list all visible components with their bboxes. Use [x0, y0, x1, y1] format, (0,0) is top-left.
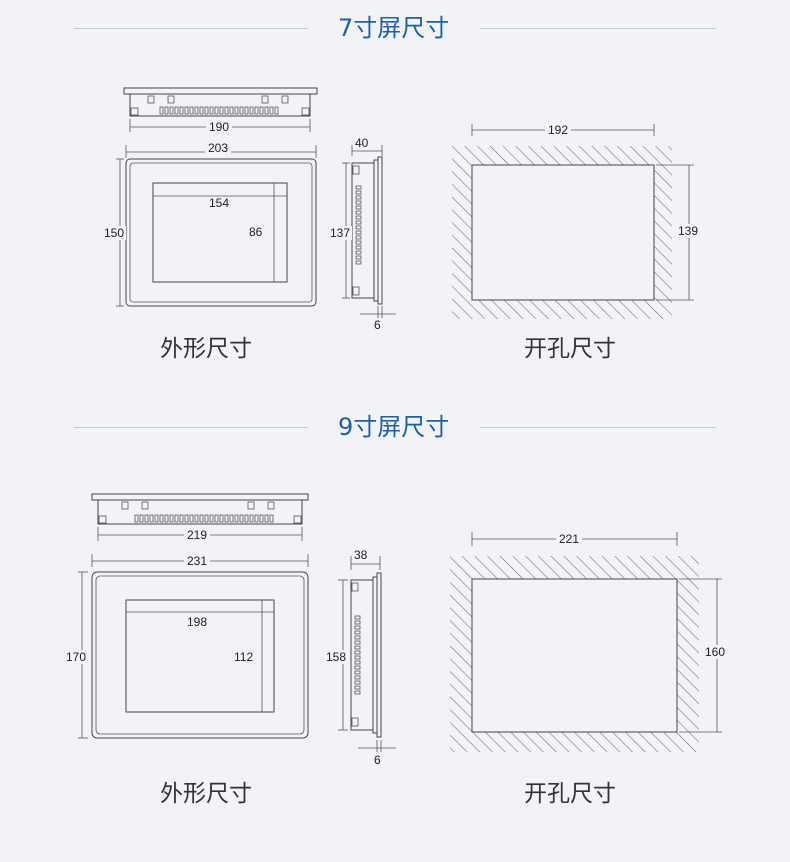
dim-side-height: 137 — [328, 226, 353, 240]
caption-cutout-dimensions: 开孔尺寸 — [524, 781, 616, 807]
side-view — [338, 556, 396, 752]
section-title: 7寸屏尺寸 — [338, 14, 450, 42]
dim-bezel-thickness: 6 — [374, 753, 381, 767]
front-view — [78, 554, 309, 739]
front-view — [116, 145, 317, 307]
dim-screen-height: 112 — [232, 650, 256, 664]
dim-outer-width: 203 — [205, 142, 232, 154]
connector-pins-side — [354, 615, 361, 695]
dim-mount-width: 190 — [206, 121, 233, 133]
caption-cutout-dimensions: 开孔尺寸 — [524, 336, 616, 362]
cutout-view — [452, 124, 694, 319]
dim-outer-height: 150 — [102, 226, 127, 240]
cutout-view — [450, 532, 722, 752]
header-rule-left — [74, 28, 308, 29]
top-view — [123, 87, 318, 132]
dimension-drawing — [116, 87, 694, 319]
dim-cutout-width: 221 — [556, 533, 583, 545]
header-rule-left — [74, 427, 308, 428]
dim-cutout-width: 192 — [545, 124, 572, 136]
connector-pins-top — [159, 106, 279, 115]
dim-screen-width: 154 — [206, 197, 233, 209]
dim-screen-width: 198 — [184, 616, 211, 628]
dim-screen-height: 86 — [249, 225, 263, 239]
connector-pins-side — [355, 185, 362, 265]
dim-cutout-height: 139 — [676, 224, 701, 238]
dim-cutout-height: 160 — [703, 645, 728, 659]
section-7-inch: 7寸屏尺寸 — [74, 14, 716, 362]
connector-pins-top — [134, 514, 274, 523]
dim-depth: 40 — [355, 136, 369, 150]
dimension-drawing — [78, 493, 722, 752]
section-9-inch: 9寸屏尺寸 — [0, 400, 790, 862]
dim-depth: 38 — [354, 548, 368, 562]
dim-side-height: 158 — [324, 650, 349, 664]
dim-outer-height: 170 — [64, 650, 89, 664]
dim-outer-width: 231 — [184, 555, 211, 567]
top-view — [91, 493, 309, 541]
caption-outline-dimensions: 外形尺寸 — [160, 781, 252, 807]
caption-outline-dimensions: 外形尺寸 — [160, 336, 252, 362]
dim-bezel-thickness: 6 — [374, 318, 381, 332]
section-title: 9寸屏尺寸 — [338, 413, 450, 441]
header-rule-right — [480, 427, 716, 428]
header-rule-right — [480, 28, 716, 29]
dim-mount-width: 219 — [184, 529, 211, 541]
